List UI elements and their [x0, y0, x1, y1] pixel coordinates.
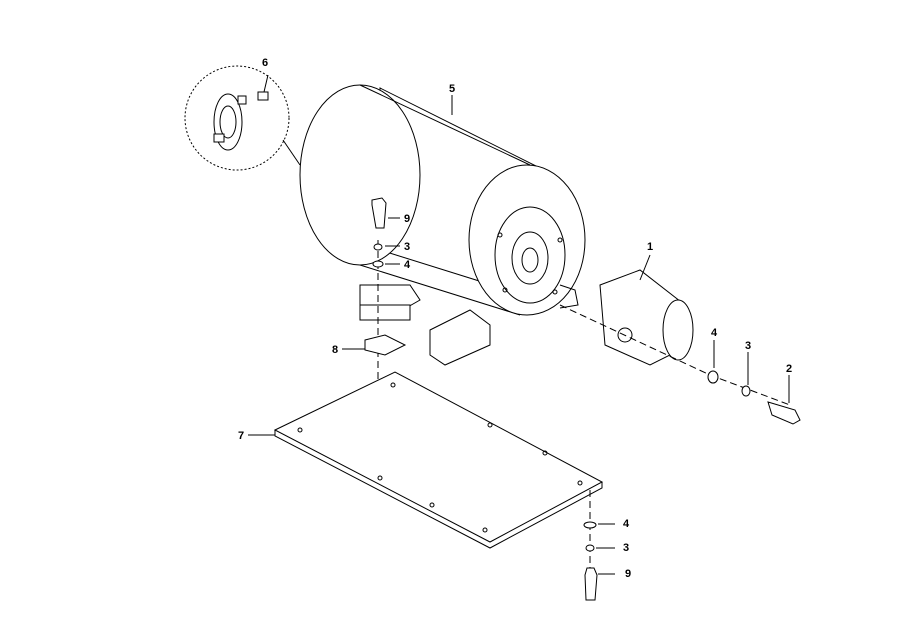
callout-4-washer: 4 — [404, 259, 411, 271]
callout-1: 1 — [647, 241, 653, 253]
callout-6: 6 — [262, 57, 268, 69]
callout-3-base-lockwasher: 3 — [623, 542, 629, 554]
motor-housing — [299, 84, 586, 366]
callout-7: 7 — [238, 430, 244, 442]
callout-3-pump-lockwasher: 3 — [745, 340, 751, 352]
callout-9-bolt: 9 — [404, 213, 410, 225]
callout-3-lockwasher: 3 — [404, 241, 410, 253]
callout-5: 5 — [449, 83, 455, 95]
callout-4-base-washer: 4 — [623, 518, 630, 530]
leader-lines — [248, 217, 790, 575]
brush-detail-inset — [184, 65, 301, 171]
callout-8: 8 — [332, 344, 338, 356]
callout-2: 2 — [786, 363, 792, 375]
base-plate — [273, 371, 604, 549]
callout-4-pump-washer: 4 — [711, 327, 718, 339]
callout-9-base-bolt: 9 — [625, 568, 631, 580]
hydraulic-pump — [599, 254, 694, 366]
hardware — [364, 197, 801, 601]
